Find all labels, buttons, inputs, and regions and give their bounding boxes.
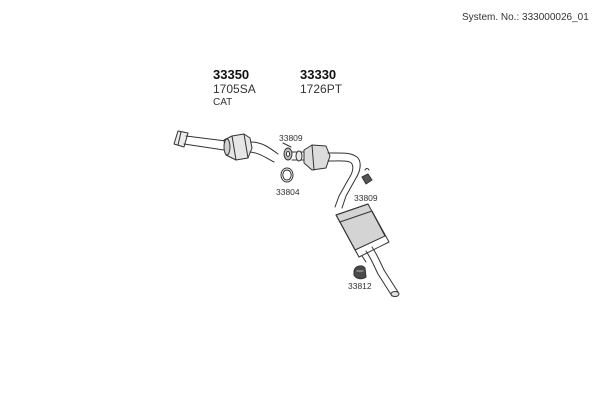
sealing-ring bbox=[280, 167, 294, 183]
callout-ring: 33804 bbox=[276, 187, 300, 197]
connector-pipe bbox=[291, 150, 306, 162]
part-number: 33350 bbox=[213, 67, 250, 82]
part-code: 1705SA bbox=[213, 81, 256, 96]
part-code: 1726PT bbox=[300, 81, 343, 96]
part-note: CAT bbox=[213, 96, 233, 108]
part-33330-block: 33330 1726PT bbox=[300, 67, 343, 97]
front-flange bbox=[173, 130, 189, 148]
middle-pipe bbox=[327, 152, 361, 209]
front-gasket bbox=[282, 142, 293, 161]
rear-silencer bbox=[335, 203, 390, 258]
part-number: 33330 bbox=[300, 67, 337, 82]
part-33350-block: 33350 1705SA CAT bbox=[213, 67, 256, 108]
cat-outlet-pipe bbox=[249, 141, 279, 163]
front-pipe bbox=[183, 135, 227, 151]
catalytic-converter bbox=[223, 133, 253, 161]
system-number: System. No.: 333000026_01 bbox=[462, 12, 589, 23]
rear-gasket bbox=[361, 168, 373, 185]
callout-gasket-front: 33809 bbox=[279, 133, 303, 143]
middle-silencer bbox=[303, 144, 331, 171]
callout-clamp: 33812 bbox=[348, 281, 372, 291]
rear-clamp bbox=[353, 265, 367, 280]
callout-gasket-rear: 33809 bbox=[354, 193, 378, 203]
tail-pipe bbox=[361, 246, 400, 297]
